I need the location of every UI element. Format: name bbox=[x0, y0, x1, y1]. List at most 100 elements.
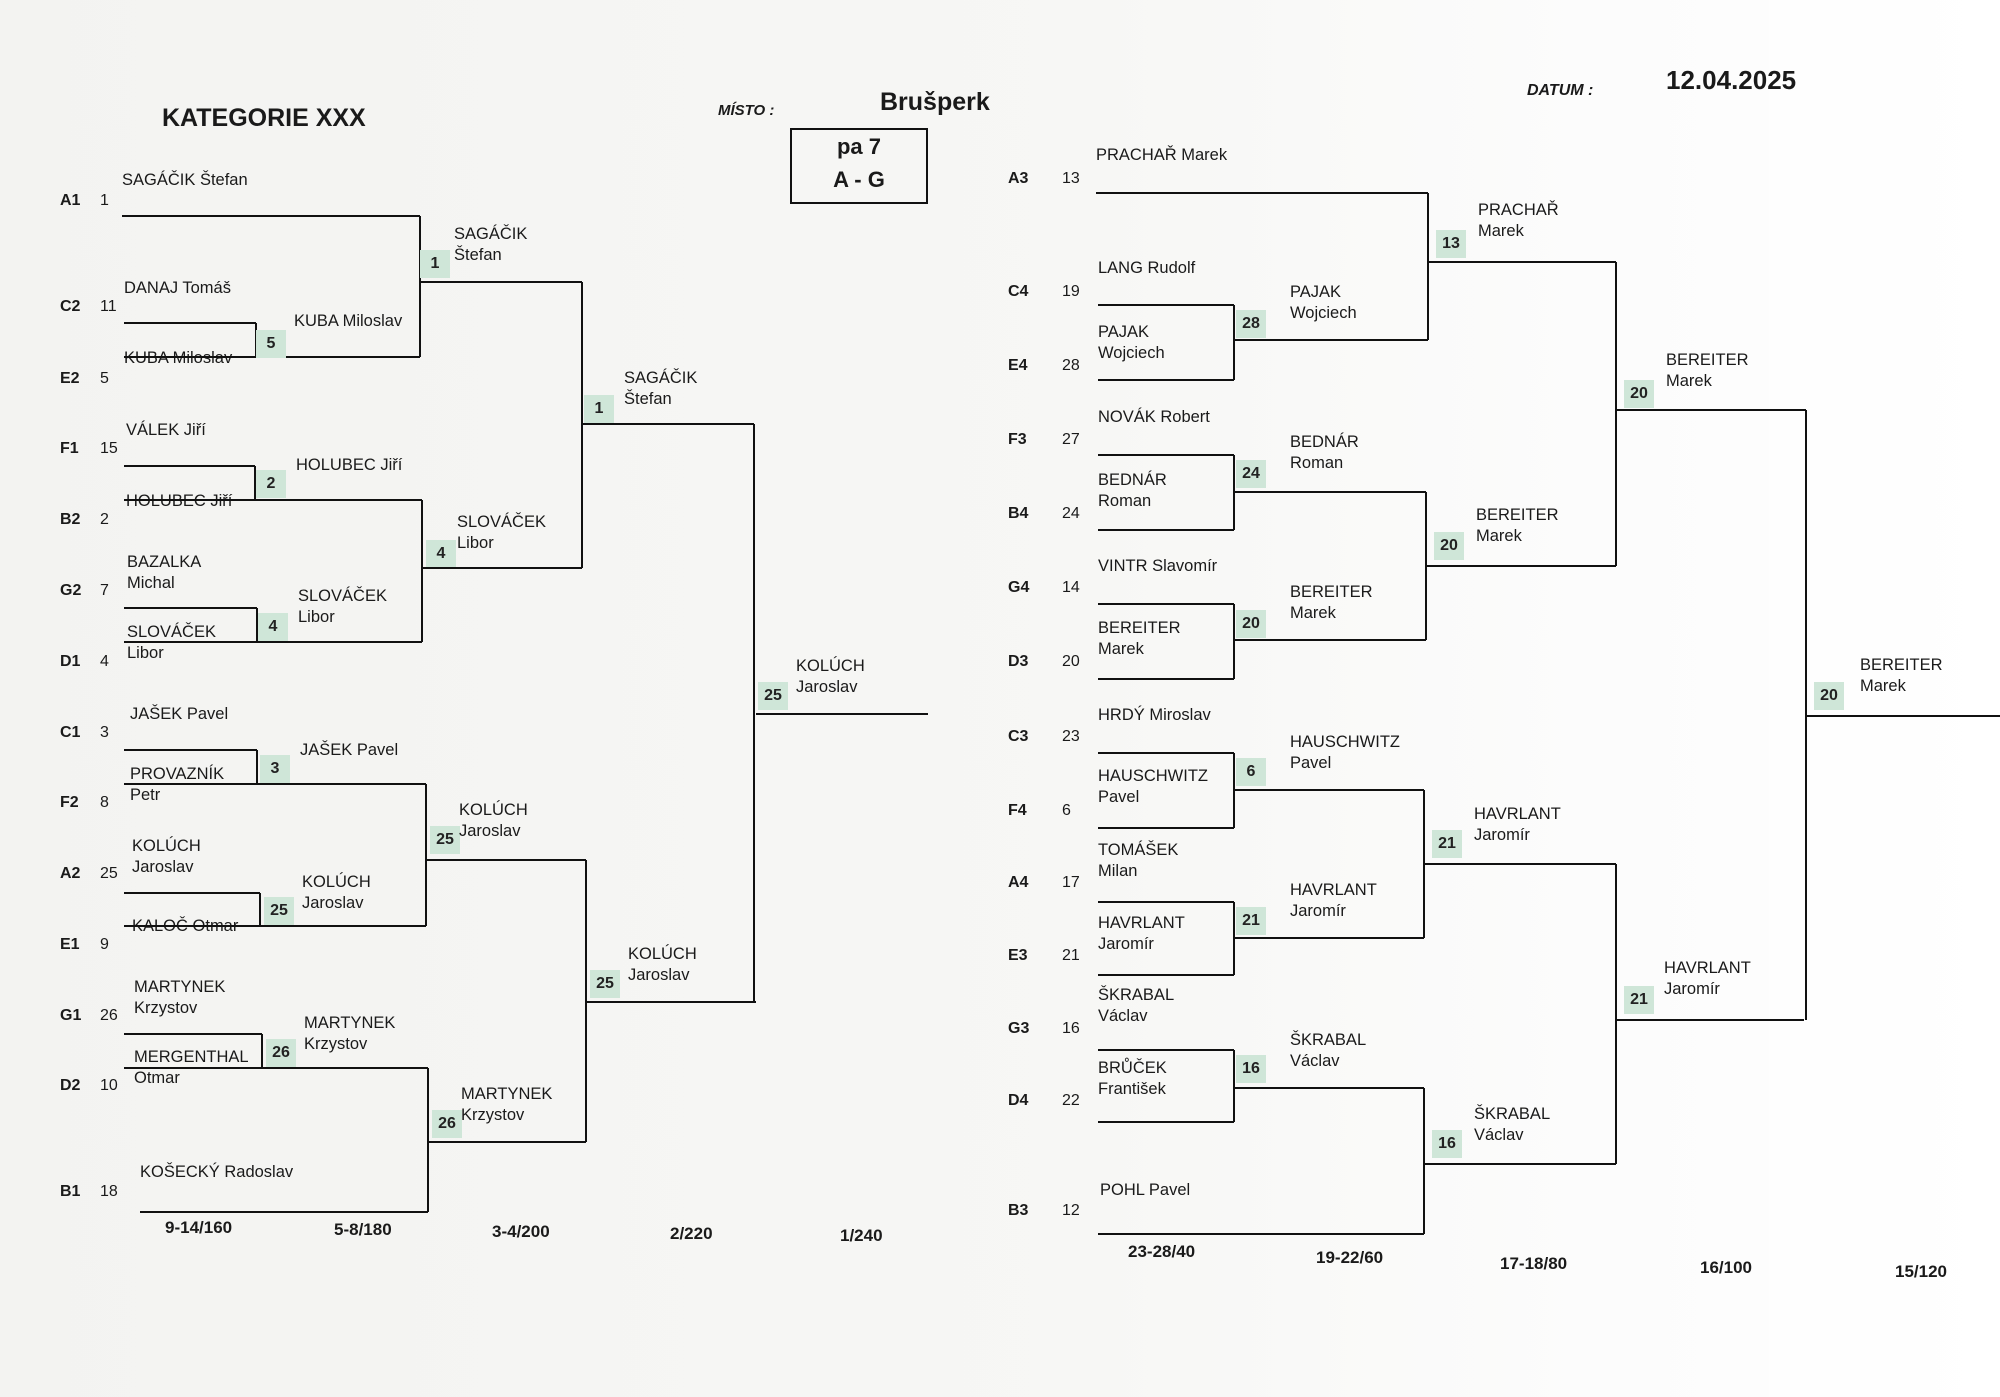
r2-match-number: 21 bbox=[1432, 830, 1462, 858]
entry-seed: 27 bbox=[1062, 431, 1080, 448]
entry-seed: 25 bbox=[100, 865, 118, 882]
entry-line bbox=[122, 215, 420, 217]
bracket-line bbox=[256, 608, 258, 642]
bracket-line bbox=[1616, 1019, 1804, 1021]
bracket-line bbox=[1234, 789, 1424, 791]
entry-position: B2 bbox=[60, 511, 81, 528]
entry-line bbox=[124, 499, 255, 501]
round-footer: 16/100 bbox=[1700, 1258, 1752, 1277]
bracket-line bbox=[1423, 1088, 1425, 1234]
round-footer: 19-22/60 bbox=[1316, 1248, 1384, 1267]
r1-match-number: 20 bbox=[1236, 610, 1266, 638]
bracket-line bbox=[1234, 937, 1424, 939]
entry-seed: 22 bbox=[1062, 1092, 1080, 1109]
r1-match-number: 16 bbox=[1236, 1055, 1266, 1083]
entry-seed: 28 bbox=[1062, 357, 1080, 374]
bracket-line bbox=[419, 216, 421, 357]
bracket-line bbox=[427, 1068, 429, 1212]
entry-seed: 21 bbox=[1062, 947, 1080, 964]
entry-line bbox=[124, 465, 255, 467]
r2-match-number: 13 bbox=[1436, 230, 1466, 258]
bracket-line bbox=[425, 784, 427, 926]
entry-seed: 20 bbox=[1062, 653, 1080, 670]
entry-seed: 15 bbox=[100, 440, 118, 457]
r1-match-number: 28 bbox=[1236, 310, 1266, 338]
r1-match-number: 3 bbox=[260, 755, 290, 783]
entry-seed: 8 bbox=[100, 794, 109, 811]
entry-line bbox=[124, 783, 257, 785]
bracket-line bbox=[1424, 863, 1616, 865]
r2-match-number: 16 bbox=[1432, 1130, 1462, 1158]
bracket-line bbox=[254, 466, 256, 500]
r2-match-number: 4 bbox=[426, 540, 456, 568]
bracket-line bbox=[1234, 339, 1428, 341]
entry-name: NOVÁK Robert bbox=[1098, 408, 1210, 426]
entry-seed: 17 bbox=[1062, 874, 1080, 891]
bracket-line bbox=[1616, 409, 1806, 411]
entry-name: KUBA Miloslav bbox=[124, 349, 233, 367]
entry-position: F3 bbox=[1008, 431, 1027, 448]
entry-position: A1 bbox=[60, 192, 81, 209]
bracket-line bbox=[428, 1141, 586, 1143]
bracket-line bbox=[421, 500, 423, 642]
entry-name: VINTR Slavomír bbox=[1098, 557, 1218, 575]
entry-position: C1 bbox=[60, 724, 81, 741]
round-footer: 5-8/180 bbox=[334, 1220, 392, 1239]
entry-seed: 1 bbox=[100, 192, 109, 209]
entry-seed: 23 bbox=[1062, 728, 1080, 745]
entry-line bbox=[1098, 1233, 1424, 1235]
entry-name: JAŠEK Pavel bbox=[130, 705, 229, 723]
entry-seed: 2 bbox=[100, 511, 109, 528]
bracket-line bbox=[261, 1034, 263, 1068]
r1-match-number: 5 bbox=[256, 330, 286, 358]
bracket-line bbox=[1615, 262, 1617, 566]
entry-position: B1 bbox=[60, 1183, 81, 1200]
final-match-number: 25 bbox=[758, 682, 788, 710]
bracket-line bbox=[1233, 1050, 1235, 1122]
group-line-2: A - G bbox=[833, 167, 885, 192]
entry-line bbox=[1098, 304, 1234, 306]
group-line-1: pa 7 bbox=[836, 134, 882, 159]
entry-seed: 13 bbox=[1062, 170, 1080, 187]
round-footer: 17-18/80 bbox=[1500, 1254, 1568, 1273]
entry-line bbox=[124, 925, 260, 927]
round-footer: 15/120 bbox=[1895, 1262, 1947, 1281]
entry-seed: 6 bbox=[1062, 802, 1071, 819]
r2-match-number: 1 bbox=[420, 250, 450, 278]
r2-match-number: 26 bbox=[432, 1110, 462, 1138]
entry-seed: 11 bbox=[100, 298, 117, 315]
entry-name: PRACHAŘ Marek bbox=[1096, 146, 1228, 164]
entry-name: HOLUBEC Jiří bbox=[126, 492, 233, 510]
final-match-number: 20 bbox=[1814, 682, 1844, 710]
entry-line bbox=[1098, 1121, 1234, 1123]
final-line bbox=[756, 713, 928, 715]
r2-match-number: 25 bbox=[430, 826, 460, 854]
entry-seed: 5 bbox=[100, 370, 109, 387]
bracket-line bbox=[1615, 864, 1617, 1164]
r3-match-number: 1 bbox=[584, 395, 614, 423]
bracket-line bbox=[260, 925, 426, 927]
entry-position: E2 bbox=[60, 370, 80, 387]
entry-position: G3 bbox=[1008, 1020, 1030, 1037]
bracket-line bbox=[255, 499, 422, 501]
entry-seed: 9 bbox=[100, 936, 109, 953]
bracket-line bbox=[257, 641, 422, 643]
